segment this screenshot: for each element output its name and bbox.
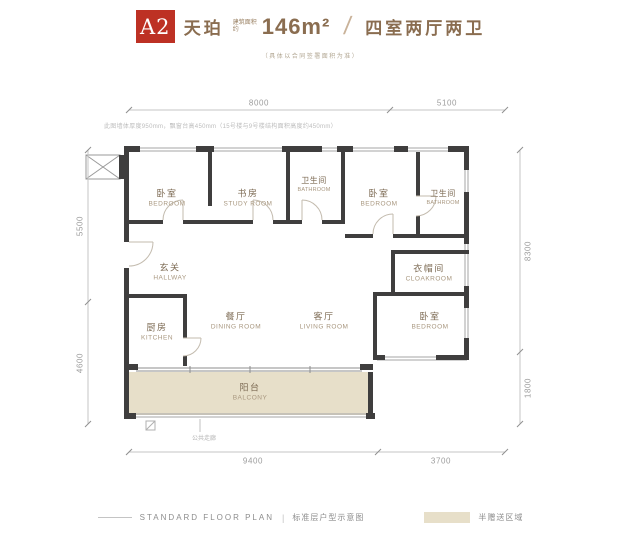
room-name-en: KITCHEN bbox=[140, 334, 174, 342]
area-value: 146m² bbox=[261, 13, 331, 39]
room-name-cn: 玄关 bbox=[159, 262, 181, 273]
dim-top-right: 5100 bbox=[436, 98, 458, 108]
room-label-balcony: 阳台 BALCONY bbox=[233, 381, 268, 402]
room-name-cn: 卫生间 bbox=[430, 189, 456, 198]
dim-left-lower: 4600 bbox=[75, 352, 85, 374]
footer-rule bbox=[97, 517, 132, 518]
footer-title-cn: 标准层户型示意图 bbox=[292, 513, 365, 522]
balcony-gift-area bbox=[129, 372, 372, 415]
room-name-cn: 卧室 bbox=[156, 188, 178, 199]
room-name-cn: 卫生间 bbox=[301, 176, 327, 185]
room-name-cn: 衣帽间 bbox=[413, 263, 445, 274]
layout-description: 四室两厅两卫 bbox=[365, 19, 486, 38]
area-prefix: 建筑面积约 bbox=[232, 19, 257, 33]
plan-note: 此图墙体厚度950mm，飘窗台高450mm（15号楼与9号楼结构面积高度约450… bbox=[104, 124, 337, 130]
room-name-en: BATHROOM bbox=[426, 200, 460, 206]
room-name-en: HALLWAY bbox=[153, 274, 187, 282]
room-label-study: 书房 STUDY ROOM bbox=[224, 187, 273, 208]
dim-left-upper: 5500 bbox=[75, 215, 85, 237]
area-group: 建筑面积约 146m² bbox=[232, 13, 331, 39]
unit-badge: A2 bbox=[135, 10, 175, 43]
footer-title-en: STANDARD FLOOR PLAN bbox=[139, 513, 274, 522]
room-name-cn: 书房 bbox=[237, 188, 259, 199]
room-label-dining: 餐厅 DINING ROOM bbox=[211, 310, 261, 331]
gift-area-label: 半赠送区域 bbox=[478, 513, 524, 522]
annotation-marker bbox=[145, 419, 201, 432]
room-label-hallway: 玄关 HALLWAY bbox=[153, 261, 186, 282]
room-name-cn: 阳台 bbox=[239, 382, 261, 393]
dim-bottom-right: 3700 bbox=[430, 456, 452, 466]
room-label-living: 客厅 LIVING ROOM bbox=[300, 310, 349, 331]
room-name-en: BATHROOM bbox=[297, 187, 331, 193]
header: A2 天珀 建筑面积约 146m² / 四室两厅两卫 bbox=[0, 10, 621, 43]
windows bbox=[129, 147, 469, 418]
room-label-bedroom-top-left: 卧室 BEDROOM bbox=[148, 187, 185, 208]
room-name-cn: 餐厅 bbox=[225, 311, 247, 322]
room-label-bathroom-right: 卫生间 BATHROOM bbox=[427, 188, 460, 206]
doors bbox=[128, 195, 437, 357]
walls bbox=[124, 146, 469, 419]
room-label-cloakroom: 衣帽间 CLOAKROOM bbox=[406, 262, 453, 283]
room-name-en: CLOAKROOM bbox=[405, 275, 453, 283]
project-name: 天珀 bbox=[183, 19, 224, 38]
room-name-cn: 卧室 bbox=[419, 311, 441, 322]
gift-area-swatch bbox=[424, 512, 471, 523]
dimension-lines bbox=[87, 109, 521, 453]
dim-top-left: 8000 bbox=[248, 98, 270, 108]
footer: STANDARD FLOOR PLAN | 标准层户型示意图 半赠送区域 bbox=[0, 512, 621, 523]
dim-right-upper: 8300 bbox=[523, 240, 533, 262]
corridor-annotation: 公共走廊 bbox=[192, 436, 217, 442]
room-name-cn: 卧室 bbox=[368, 188, 390, 199]
room-label-kitchen: 厨房 KITCHEN bbox=[141, 321, 173, 342]
room-name-en: STUDY ROOM bbox=[223, 200, 273, 208]
elevator-symbol bbox=[85, 154, 124, 180]
unit-code: A2 bbox=[139, 14, 171, 39]
room-label-bedroom-top-right: 卧室 BEDROOM bbox=[360, 187, 397, 208]
dim-bottom-left: 9400 bbox=[242, 456, 264, 466]
room-label-bedroom-bottom-right: 卧室 BEDROOM bbox=[411, 310, 448, 331]
room-name-en: DINING ROOM bbox=[210, 323, 262, 331]
dim-right-lower: 1800 bbox=[523, 377, 533, 399]
dimension-ticks bbox=[84, 106, 524, 456]
room-name-en: LIVING ROOM bbox=[299, 323, 349, 331]
room-name-cn: 厨房 bbox=[146, 322, 168, 333]
room-label-bathroom-top: 卫生间 BATHROOM bbox=[298, 175, 331, 193]
area-disclaimer: （具体以合同签署面积为准） bbox=[261, 54, 360, 60]
footer-separator: | bbox=[281, 512, 285, 523]
room-name-cn: 客厅 bbox=[313, 311, 335, 322]
room-name-en: BEDROOM bbox=[148, 200, 186, 208]
room-name-en: BEDROOM bbox=[411, 323, 449, 331]
balcony-sliding-door bbox=[136, 366, 362, 373]
room-name-en: BEDROOM bbox=[360, 200, 398, 208]
room-name-en: BALCONY bbox=[232, 394, 268, 402]
